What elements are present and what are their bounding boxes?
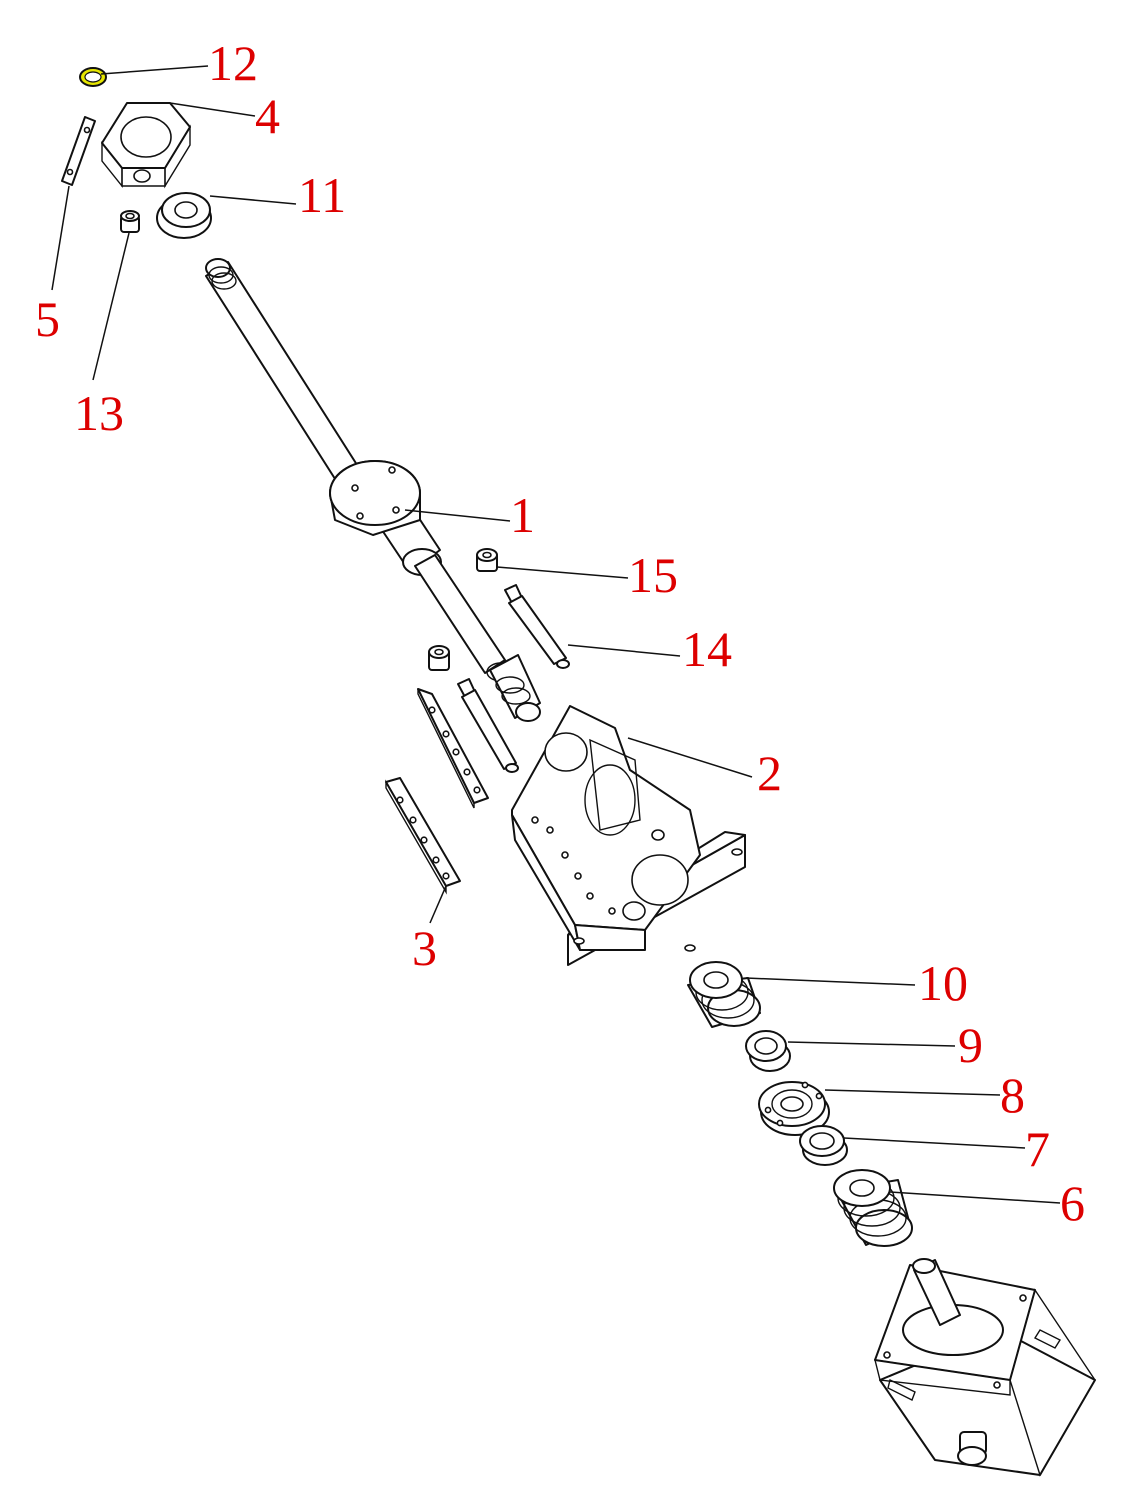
part-2-bracket (511, 705, 746, 966)
part-13-sleeve (120, 210, 140, 233)
part-1-ball-screw (205, 258, 541, 722)
callout-5: 5 (35, 291, 60, 347)
part-sleeve-lower (428, 645, 450, 671)
callout-2: 2 (757, 745, 782, 801)
part-8-bearing-flange (758, 1081, 830, 1136)
part-6-coupling (833, 1169, 913, 1247)
callout-14: 14 (682, 621, 732, 677)
part-14-guide-pin (504, 584, 570, 669)
callout-1: 1 (510, 487, 535, 543)
part-10-coupling (687, 961, 761, 1028)
callout-11: 11 (298, 167, 346, 223)
callout-6: 6 (1060, 1175, 1085, 1231)
callout-4: 4 (255, 88, 280, 144)
callout-labels: 12 4 11 5 13 1 15 14 2 3 10 9 8 7 6 (35, 35, 1085, 1231)
part-5-small-plate (61, 116, 96, 186)
part-3-plate-lower (385, 777, 461, 895)
callout-15: 15 (628, 547, 678, 603)
part-guide-pin-lower (457, 678, 519, 773)
callout-12: 12 (208, 35, 258, 91)
callout-7: 7 (1025, 1121, 1050, 1177)
callout-13: 13 (74, 385, 124, 441)
part-12-retaining-ring (79, 67, 107, 87)
part-11-bearing (156, 192, 212, 239)
callout-9: 9 (958, 1017, 983, 1073)
callout-3: 3 (412, 920, 437, 976)
stepper-motor (874, 1258, 1096, 1477)
leader-lines (51, 65, 1061, 1204)
part-3-plate-upper (417, 688, 489, 809)
part-15-sleeve (476, 548, 498, 572)
callout-10: 10 (918, 955, 968, 1011)
callout-8: 8 (1000, 1067, 1025, 1123)
part-7-spacer (799, 1125, 848, 1166)
part-4-bearing-block (101, 102, 191, 189)
part-9-spacer (745, 1030, 791, 1072)
